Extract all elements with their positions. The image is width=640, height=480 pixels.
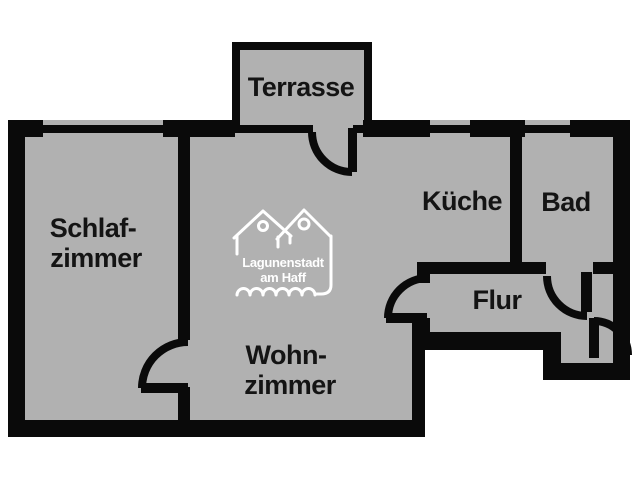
logo-text-line2: am Haff [260, 270, 307, 285]
entrance-door-swing-icon [593, 317, 632, 356]
wall-right [613, 120, 630, 365]
wall-top-segment [8, 120, 43, 137]
terrace-door-swing-icon [308, 131, 353, 176]
bad-door-swing-icon [543, 275, 588, 320]
window-under-terrace [233, 125, 313, 133]
label-flur: Flur [473, 285, 523, 315]
floors [8, 50, 630, 437]
doors [138, 128, 632, 393]
wall-terrace-left [232, 42, 240, 128]
wall-thin-segment [353, 125, 367, 133]
logo-window-icon [297, 217, 311, 231]
lagunenstadt-logo: Lagunenstadt am Haff [232, 208, 333, 297]
logo-window-icon [257, 220, 269, 232]
label-schlafzimmer-line1: Schlaf- [50, 213, 137, 243]
outer-walls [8, 120, 630, 437]
logo-text-line1: Lagunenstadt [242, 255, 325, 270]
logo-house-left-roof-icon [232, 209, 293, 240]
wall-top-segment [163, 120, 235, 137]
terrace-walls [232, 42, 372, 128]
water-wave-icon [235, 287, 317, 297]
schlafzimmer-door-leaf [141, 383, 188, 393]
logo-house-right-roof-icon [275, 208, 333, 241]
wall-flur-bottom [412, 332, 561, 350]
wall-schlafzimmer-divider [178, 137, 190, 340]
wall-kueche-bottom [417, 262, 522, 274]
wall-top-segment [470, 120, 525, 137]
flur-door-swing-icon [384, 274, 429, 319]
label-schlafzimmer-line2: zimmer [50, 243, 143, 273]
wall-top-segment [570, 120, 630, 137]
interior-walls [178, 137, 613, 420]
schlafzimmer-door-swing-icon [138, 338, 189, 389]
logo-house-right-wall-icon [314, 234, 333, 296]
flur-door-leaf [386, 313, 427, 323]
terrace-door-leaf [348, 128, 357, 172]
label-terrasse: Terrasse [248, 72, 355, 102]
label-bad: Bad [541, 187, 591, 217]
wall-bad-bottom-left [522, 262, 546, 274]
room-labels: Terrasse Schlaf- zimmer Küche Bad Flur W… [50, 72, 592, 400]
label-wohnzimmer-line1: Wohn- [246, 340, 327, 370]
wall-kueche-bad-divider [510, 137, 522, 274]
window-schlafzimmer [43, 125, 163, 133]
window-bad [525, 125, 570, 133]
apartment-floor [8, 120, 630, 437]
label-kueche: Küche [422, 186, 503, 216]
wall-top-segment [363, 120, 430, 137]
wall-schlafzimmer-divider-stub [178, 387, 190, 420]
label-wohnzimmer-line2: zimmer [244, 370, 337, 400]
wall-bottom-left [8, 420, 425, 437]
bad-door-leaf [581, 272, 592, 312]
entrance-door-leaf [589, 318, 599, 358]
window-kueche [430, 125, 470, 133]
wall-terrace-top [232, 42, 372, 50]
wall-bad-bottom-right [593, 262, 613, 274]
wall-left [8, 120, 25, 437]
wall-bottom-right [543, 363, 630, 380]
wall-terrace-right [364, 42, 372, 128]
